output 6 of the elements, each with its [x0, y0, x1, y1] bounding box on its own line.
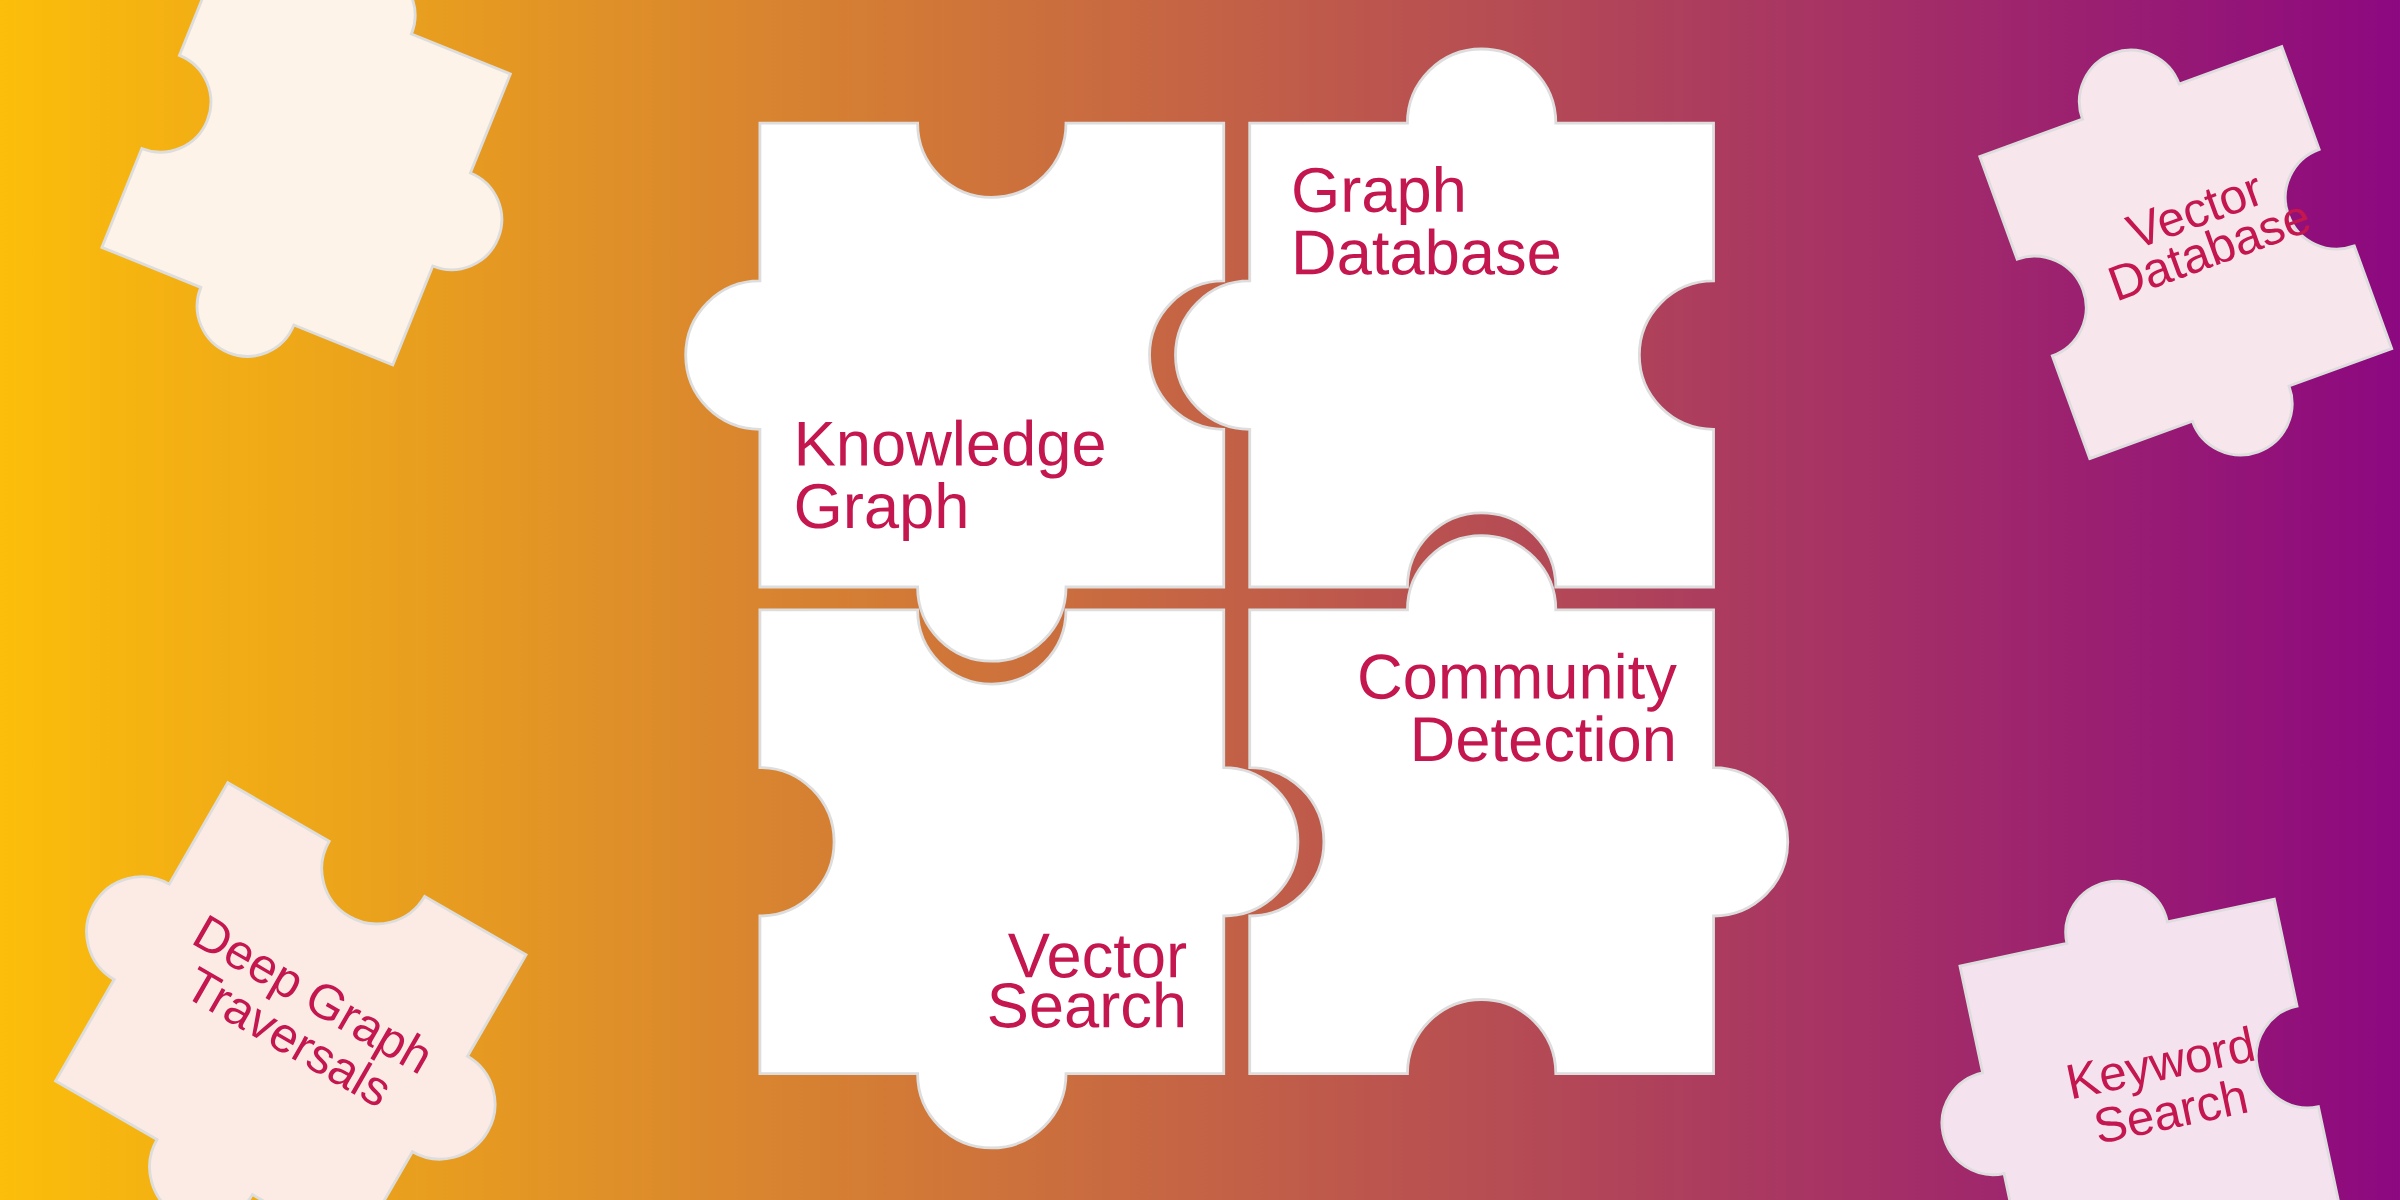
puzzle-piece: Keyword Search [1940, 879, 2343, 1200]
puzzle-piece: Knowledge Graph [684, 121, 1226, 663]
puzzle-piece [100, 0, 512, 367]
puzzle-piece: Vector Search [758, 608, 1300, 1150]
puzzle-piece: Graph Database [1174, 47, 1715, 589]
puzzle-piece: Community Detection [1248, 534, 1790, 1076]
